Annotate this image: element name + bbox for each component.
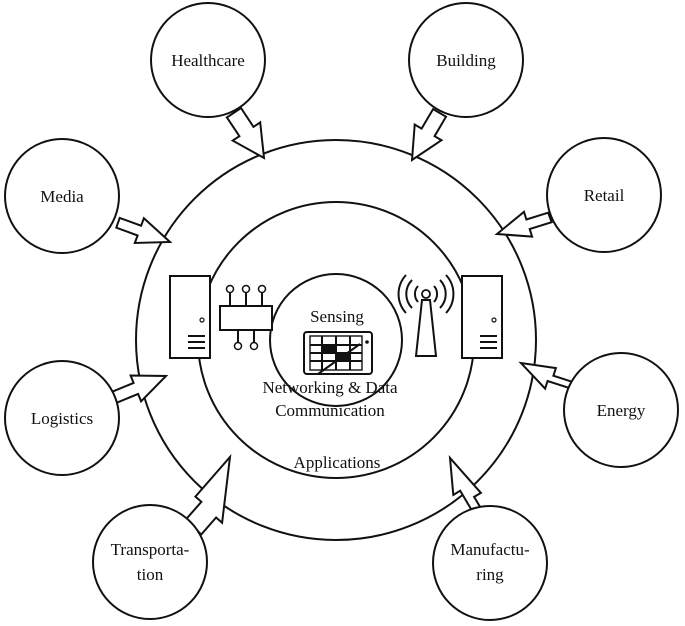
- domain-retail-label: Retail: [584, 186, 625, 205]
- domain-transportation-label-line1: Transporta-: [111, 540, 190, 559]
- arrow-healthcare: [225, 106, 266, 160]
- domain-retail: Retail: [546, 137, 662, 253]
- domain-building-label: Building: [436, 51, 496, 70]
- sensing-label: Sensing: [310, 307, 364, 326]
- domain-logistics: Logistics: [4, 360, 120, 476]
- sensor-panel-icon: [303, 331, 373, 375]
- arrow-building: [410, 107, 448, 162]
- arrow-transportation: [185, 453, 232, 537]
- networking-label-line2: Communication: [275, 401, 385, 420]
- domain-logistics-label: Logistics: [31, 409, 93, 428]
- applications-label: Applications: [294, 453, 381, 472]
- domain-energy: Energy: [563, 352, 679, 468]
- domain-building: Building: [408, 2, 524, 118]
- arrow-retail: [494, 210, 553, 238]
- domain-transportation-label-line2: tion: [137, 565, 164, 584]
- network-switch-icon: [219, 284, 273, 351]
- domain-manufacturing-label-line2: ring: [476, 565, 504, 584]
- server-icon: [169, 275, 211, 359]
- networking-label-line1: Networking & Data: [262, 378, 397, 397]
- domain-energy-label: Energy: [597, 401, 646, 420]
- domain-transportation: Transporta- tion: [92, 504, 208, 620]
- antenna-tower-icon: [397, 274, 455, 357]
- sensing-ring: [269, 273, 403, 407]
- arrow-manufacturing: [448, 455, 489, 520]
- domain-healthcare-label: Healthcare: [171, 51, 245, 70]
- arrow-logistics: [110, 374, 169, 405]
- domain-manufacturing-label-line1: Manufactu-: [450, 540, 530, 559]
- arrow-energy: [518, 361, 578, 391]
- domain-media-label: Media: [40, 187, 84, 206]
- domain-manufacturing: Manufactu- ring: [432, 505, 548, 621]
- arrow-media: [115, 216, 173, 245]
- server-icon: [461, 275, 503, 359]
- domain-media: Media: [4, 138, 120, 254]
- applications-ring: [135, 139, 537, 541]
- domain-healthcare: Healthcare: [150, 2, 266, 118]
